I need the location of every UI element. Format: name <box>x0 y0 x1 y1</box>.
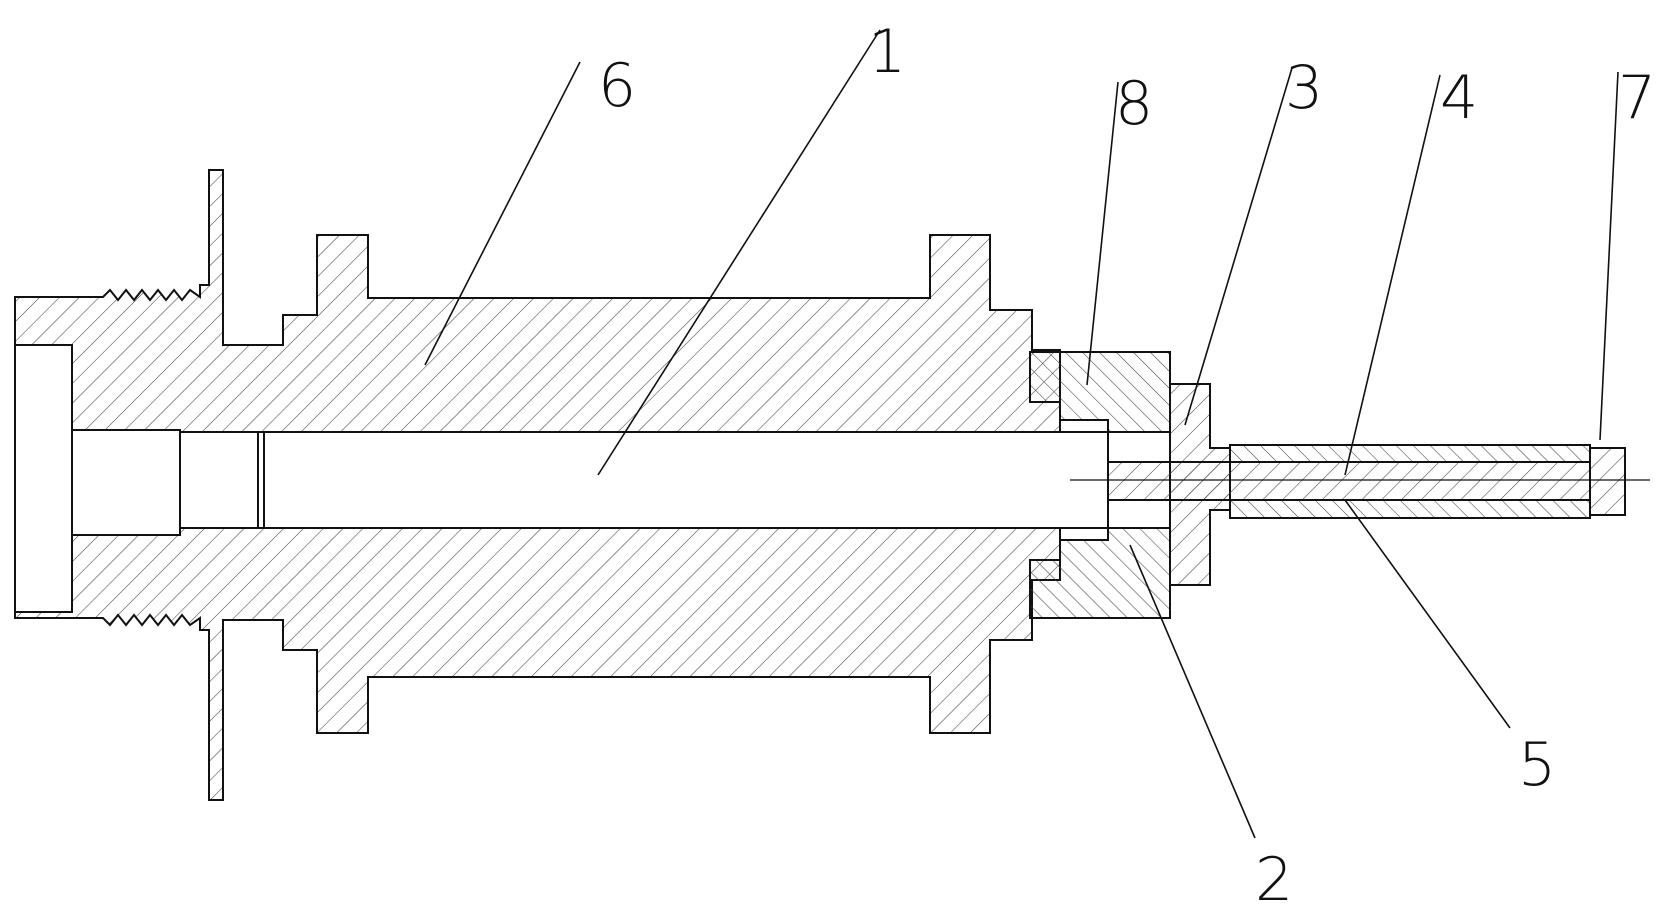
leader-line-5 <box>1344 499 1511 729</box>
label-1: 1 <box>868 17 906 87</box>
left-opening <box>14 344 73 613</box>
sleeve-upper <box>1229 444 1591 463</box>
body-upper-half <box>14 169 1061 433</box>
shaft <box>1107 461 1591 501</box>
leader-line-4 <box>1344 74 1441 476</box>
label-5: 5 <box>1518 730 1556 800</box>
label-7: 7 <box>1618 63 1656 133</box>
label-4: 4 <box>1440 63 1478 133</box>
nut-upper <box>1029 351 1171 433</box>
leader-line-1 <box>597 29 881 476</box>
label-8: 8 <box>1115 69 1153 139</box>
leader-line-3 <box>1184 67 1293 426</box>
leader-line-2 <box>1129 544 1256 839</box>
label-3: 3 <box>1285 53 1323 123</box>
leader-line-7 <box>1599 71 1619 441</box>
label-2: 2 <box>1255 845 1293 915</box>
leader-line-6 <box>424 61 581 366</box>
end-cap <box>1589 447 1626 516</box>
leader-line-8 <box>1086 81 1119 386</box>
nut-lower <box>1029 527 1171 619</box>
central-bore <box>179 431 1109 529</box>
label-6: 6 <box>598 51 636 121</box>
body-lower-half <box>14 527 1061 801</box>
sleeve-lower <box>1229 499 1591 519</box>
